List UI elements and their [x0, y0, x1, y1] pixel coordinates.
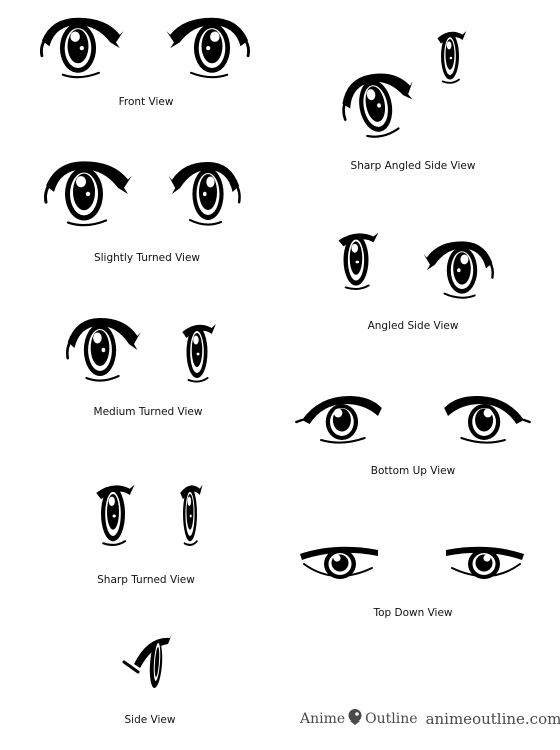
front-view-eyes — [39, 16, 250, 79]
angled-side-eyes — [337, 231, 495, 300]
brand-name-part1: Anime — [300, 711, 346, 727]
angled-side-view-label: Angled Side View — [367, 320, 459, 332]
sharp-angled-side-eyes — [336, 30, 468, 144]
medium-turned-view-label: Medium Turned View — [93, 406, 203, 418]
site-url: animeoutline.com — [425, 710, 560, 728]
sharp-turned-view-label: Sharp Turned View — [97, 574, 195, 586]
side-view-label: Side View — [124, 714, 176, 726]
brand-logo-icon — [346, 708, 364, 730]
sharp-turned-eyes — [94, 483, 204, 547]
footer-branding: Anime Outline animeoutline.com — [300, 708, 560, 732]
slightly-turned-eyes — [43, 159, 242, 227]
bottom-up-eyes — [295, 394, 531, 444]
top-down-eyes — [299, 545, 525, 580]
bottom-up-view-label: Bottom Up View — [370, 465, 456, 477]
brand-name-part2: Outline — [365, 711, 418, 727]
slightly-turned-view-label: Slightly Turned View — [93, 252, 201, 264]
front-view-label: Front View — [118, 96, 174, 108]
sharp-angled-side-view-label: Sharp Angled Side View — [350, 160, 476, 172]
medium-turned-eyes — [65, 316, 217, 383]
side-view-eye — [122, 634, 172, 688]
top-down-view-label: Top Down View — [373, 607, 453, 619]
